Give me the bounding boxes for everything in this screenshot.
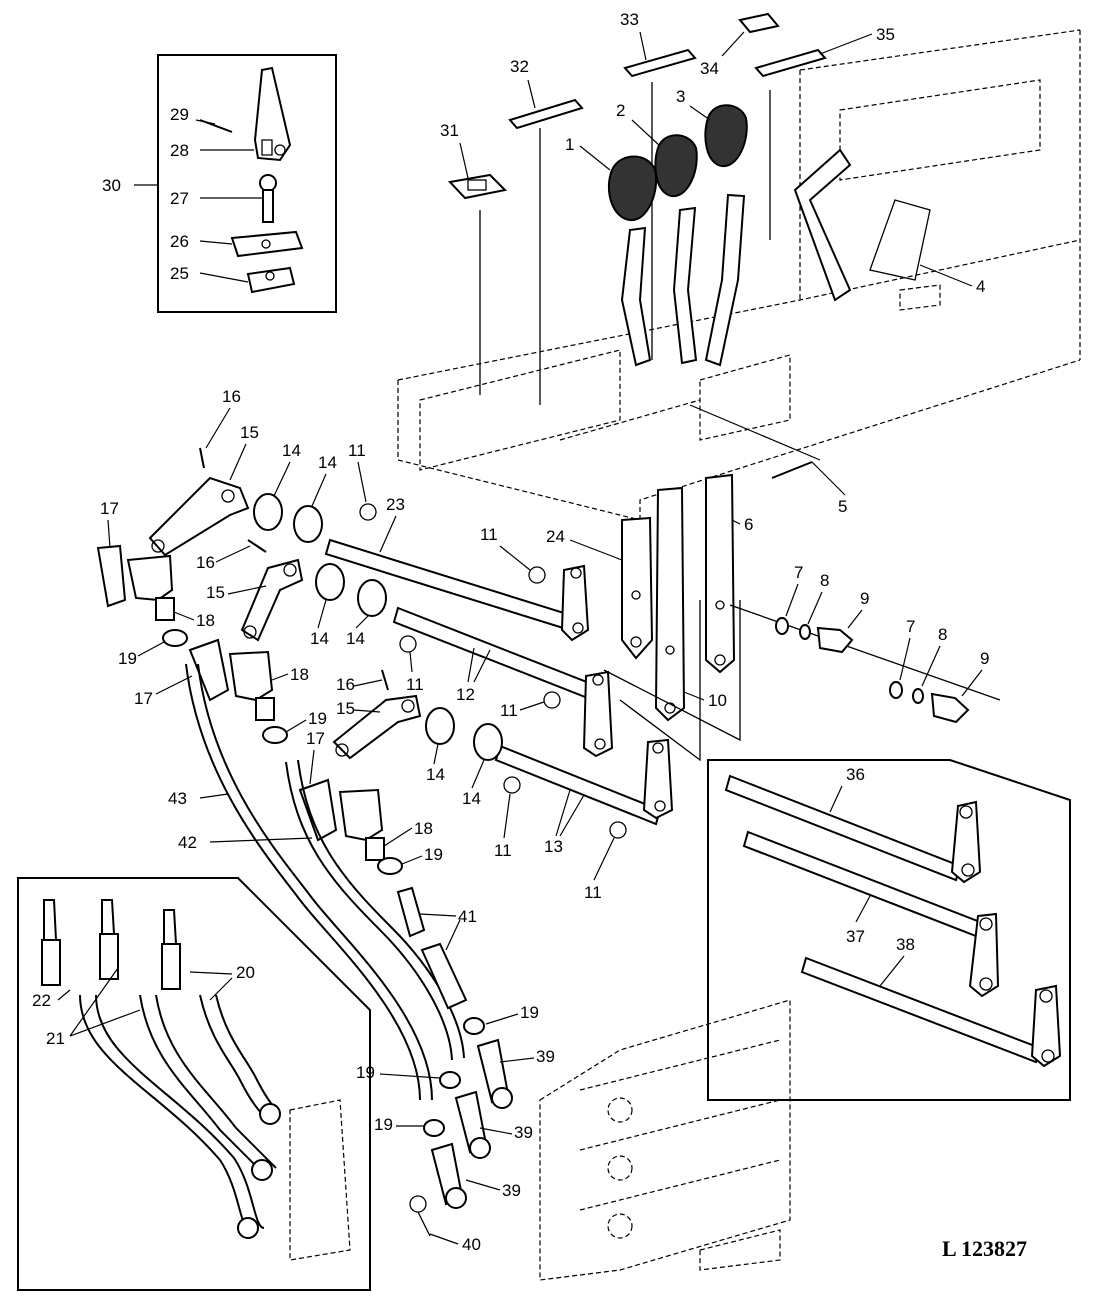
callout-39c: 39 bbox=[502, 1181, 521, 1200]
callout-3: 3 bbox=[676, 87, 685, 106]
figure-id: L 123827 bbox=[942, 1236, 1027, 1261]
callout-17c: 17 bbox=[306, 729, 325, 748]
callout-19a: 19 bbox=[118, 649, 137, 668]
callout-8a: 8 bbox=[820, 571, 829, 590]
callout-38: 38 bbox=[896, 935, 915, 954]
callout-31: 31 bbox=[440, 121, 459, 140]
callout-11e: 11 bbox=[494, 841, 512, 860]
callout-28: 28 bbox=[170, 141, 189, 160]
callout-25: 25 bbox=[170, 264, 189, 283]
inset-detail-25-30: 29 28 27 26 25 30 bbox=[102, 54, 337, 313]
callout-22: 22 bbox=[32, 991, 51, 1010]
callout-34: 34 bbox=[700, 59, 719, 78]
callout-2: 2 bbox=[616, 101, 625, 120]
callout-33: 33 bbox=[620, 10, 639, 29]
callout-18a: 18 bbox=[196, 611, 215, 630]
inset-detail-20-22: 22 21 20 bbox=[17, 877, 371, 1291]
vertical-links: 5 6 10 24 bbox=[546, 404, 847, 722]
callout-17b: 17 bbox=[134, 689, 153, 708]
callout-19d: 19 bbox=[520, 1003, 539, 1022]
callout-16c: 16 bbox=[336, 675, 355, 694]
callout-39a: 39 bbox=[536, 1047, 555, 1066]
callout-14e: 14 bbox=[426, 765, 445, 784]
callout-4: 4 bbox=[976, 277, 985, 296]
callout-15a: 15 bbox=[240, 423, 259, 442]
callout-15c: 15 bbox=[336, 699, 355, 718]
callout-42: 42 bbox=[178, 833, 197, 852]
callout-12: 12 bbox=[456, 685, 475, 704]
callout-36: 36 bbox=[846, 765, 865, 784]
callout-37: 37 bbox=[846, 927, 865, 946]
callout-39b: 39 bbox=[514, 1123, 533, 1142]
callout-24: 24 bbox=[546, 527, 565, 546]
callout-6: 6 bbox=[744, 515, 753, 534]
top-plates-31-35: 31 32 33 34 35 bbox=[440, 10, 895, 405]
callout-40: 40 bbox=[462, 1235, 481, 1254]
clevis-assemblies: 17 17 17 18 18 18 19 19 19 19 19 19 bbox=[96, 499, 539, 1134]
bolt-sets-7-9: 7 8 9 7 8 9 bbox=[729, 563, 1001, 724]
callout-11c: 11 bbox=[406, 675, 424, 694]
callout-14b: 14 bbox=[318, 453, 337, 472]
callout-32: 32 bbox=[510, 57, 529, 76]
callout-11f: 11 bbox=[584, 883, 602, 902]
callout-10: 10 bbox=[708, 691, 727, 710]
callout-9b: 9 bbox=[980, 649, 989, 668]
shafts-12-13-23: 23 12 13 bbox=[324, 495, 741, 856]
rods-and-rod-ends: 43 42 41 39 39 39 40 bbox=[168, 663, 555, 1254]
callout-41: 41 bbox=[458, 907, 477, 926]
arms-15-pins-16: 16 15 16 15 16 15 bbox=[148, 387, 422, 760]
callout-13: 13 bbox=[544, 837, 563, 856]
callout-17a: 17 bbox=[100, 499, 119, 518]
callout-30: 30 bbox=[102, 176, 121, 195]
callout-19f: 19 bbox=[374, 1115, 393, 1134]
callout-20: 20 bbox=[236, 963, 255, 982]
inset-detail-36-38: 36 37 38 bbox=[707, 759, 1071, 1101]
callout-18c: 18 bbox=[414, 819, 433, 838]
callout-5: 5 bbox=[838, 497, 847, 516]
bushings-and-clips: 14 14 14 14 14 14 11 11 11 11 11 11 bbox=[253, 441, 627, 902]
callout-18b: 18 bbox=[290, 665, 309, 684]
callout-14a: 14 bbox=[282, 441, 301, 460]
callout-21: 21 bbox=[46, 1029, 65, 1048]
callout-43: 43 bbox=[168, 789, 187, 808]
callout-14d: 14 bbox=[346, 629, 365, 648]
valve-block bbox=[539, 999, 791, 1281]
callout-19e: 19 bbox=[356, 1063, 375, 1082]
callout-23: 23 bbox=[386, 495, 405, 514]
control-levers-1-4: 1 2 3 4 bbox=[565, 87, 985, 367]
callout-26: 26 bbox=[170, 232, 189, 251]
callout-1: 1 bbox=[565, 135, 574, 154]
callout-7b: 7 bbox=[906, 617, 915, 636]
callout-14f: 14 bbox=[462, 789, 481, 808]
callout-14c: 14 bbox=[310, 629, 329, 648]
callout-11a: 11 bbox=[348, 441, 366, 460]
callout-19b: 19 bbox=[308, 709, 327, 728]
callout-8b: 8 bbox=[938, 625, 947, 644]
callout-15b: 15 bbox=[206, 583, 225, 602]
callout-19c: 19 bbox=[424, 845, 443, 864]
callout-35: 35 bbox=[876, 25, 895, 44]
callout-11d: 11 bbox=[500, 701, 518, 720]
callout-29: 29 bbox=[170, 105, 189, 124]
callout-16a: 16 bbox=[222, 387, 241, 406]
callout-9a: 9 bbox=[860, 589, 869, 608]
callout-11b: 11 bbox=[480, 525, 498, 544]
callout-16b: 16 bbox=[196, 553, 215, 572]
callout-27: 27 bbox=[170, 189, 189, 208]
callout-7a: 7 bbox=[794, 563, 803, 582]
